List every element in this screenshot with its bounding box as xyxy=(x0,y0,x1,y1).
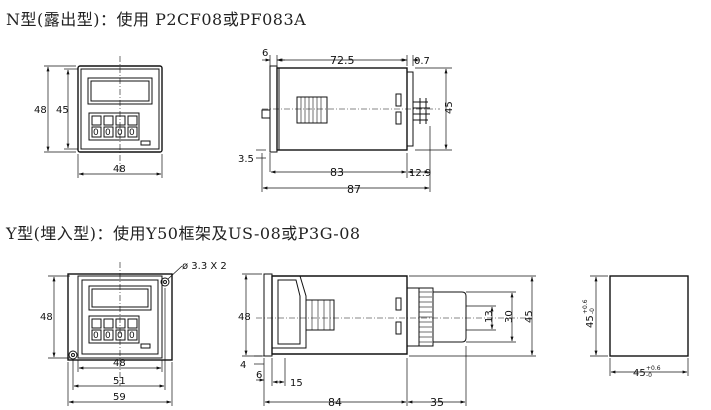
panel-height-tol-minus: -0 xyxy=(589,308,596,314)
n-front-inner-height-label: 45 xyxy=(56,105,69,116)
n-side-d0-7-label: 0.7 xyxy=(414,56,430,67)
n-key-digit: 0 xyxy=(129,128,135,138)
n-side-d72-label: 72.5 xyxy=(330,54,355,67)
y-side-bezel xyxy=(263,273,273,357)
y-side-socket-knurl xyxy=(418,287,434,347)
n-front-keys: 0 0 0 0 xyxy=(91,115,138,138)
panel-width-tol-plus: +0.6 xyxy=(646,365,661,372)
y-side-d45-label: 45 xyxy=(524,310,535,323)
y-front-height-label: 48 xyxy=(40,312,53,323)
n-key-digit: 0 xyxy=(93,128,99,138)
y-key-digit: 0 xyxy=(129,331,135,341)
y-side-h48-label: 48 xyxy=(238,312,251,323)
n-front-width-label: 48 xyxy=(113,164,126,175)
y-side-socket xyxy=(406,287,420,347)
panel-height-tol-plus: +0.6 xyxy=(582,299,589,314)
n-side-d83-label: 83 xyxy=(330,166,344,179)
y-side-socket-block xyxy=(306,299,335,331)
y-side-ribs xyxy=(311,300,331,330)
y-side-d30-label: 30 xyxy=(504,310,515,323)
n-side-d12-9-label: 12.9 xyxy=(409,168,431,179)
n-side-view: 6 72.5 0.7 45 3.5 83 12.9 87 xyxy=(238,48,455,196)
y-side-d35-label: 35 xyxy=(430,396,444,409)
panel-width-tol-minus: -0 xyxy=(646,372,652,379)
n-front-keypad-frame xyxy=(88,112,140,141)
y-side-d84-label: 84 xyxy=(328,396,342,409)
y-key-digit: 0 xyxy=(93,331,99,341)
y-front-w51-label: 51 xyxy=(113,376,126,387)
y-side-d4-label: 4 xyxy=(240,360,246,371)
n-type-title: N型(露出型)：使用 P2CF08或PF083A xyxy=(6,10,307,29)
y-front-w48-label: 48 xyxy=(113,358,126,369)
y-front-hole-top xyxy=(160,277,170,287)
panel-height-label: 45 xyxy=(585,315,596,328)
y-side-frame xyxy=(272,275,307,349)
panel-cutout: 45 +0.6 -0 45 +0.6 -0 xyxy=(582,275,689,379)
y-side-socket-body xyxy=(433,291,467,343)
y-key-digit: 0 xyxy=(105,331,111,341)
y-front-keys: 0 0 0 0 xyxy=(91,318,138,341)
n-side-clip xyxy=(261,109,270,119)
n-side-pins xyxy=(413,98,430,124)
panel-width-label: 45 xyxy=(633,368,646,379)
n-side-d3-5-label: 3.5 xyxy=(238,154,254,165)
y-side-d13-label: 13 xyxy=(484,310,495,323)
y-front-hole-leader xyxy=(167,265,183,280)
y-front-hole-bottom xyxy=(68,350,78,360)
y-side-view: 48 4 6 15 84 35 13 30 45 xyxy=(238,273,536,409)
y-front-hole-note: ø 3.3 X 2 xyxy=(182,261,227,272)
n-side-d87-label: 87 xyxy=(347,183,361,196)
n-side-latch-hatch xyxy=(296,96,328,124)
n-front-view: 0 0 0 0 48 45 48 xyxy=(34,56,163,178)
y-front-keypad-frame xyxy=(88,315,140,344)
n-side-d45-label: 45 xyxy=(444,101,455,114)
panel-cutout-rect xyxy=(609,275,689,357)
n-front-height-label: 48 xyxy=(34,105,47,116)
n-key-digit: 0 xyxy=(105,128,111,138)
y-side-d15-label: 15 xyxy=(290,378,303,389)
n-front-small-slot xyxy=(140,140,151,146)
y-side-body xyxy=(271,275,408,355)
y-front-w59-label: 59 xyxy=(113,392,126,403)
n-side-d6-label: 6 xyxy=(262,48,268,59)
y-type-title: Y型(埋入型)：使用Y50框架及US-08或P3G-08 xyxy=(6,224,361,243)
y-side-d6-label: 6 xyxy=(256,370,262,381)
y-front-view: 0 0 0 0 ø 3.3 X 2 48 48 51 59 xyxy=(40,261,227,406)
